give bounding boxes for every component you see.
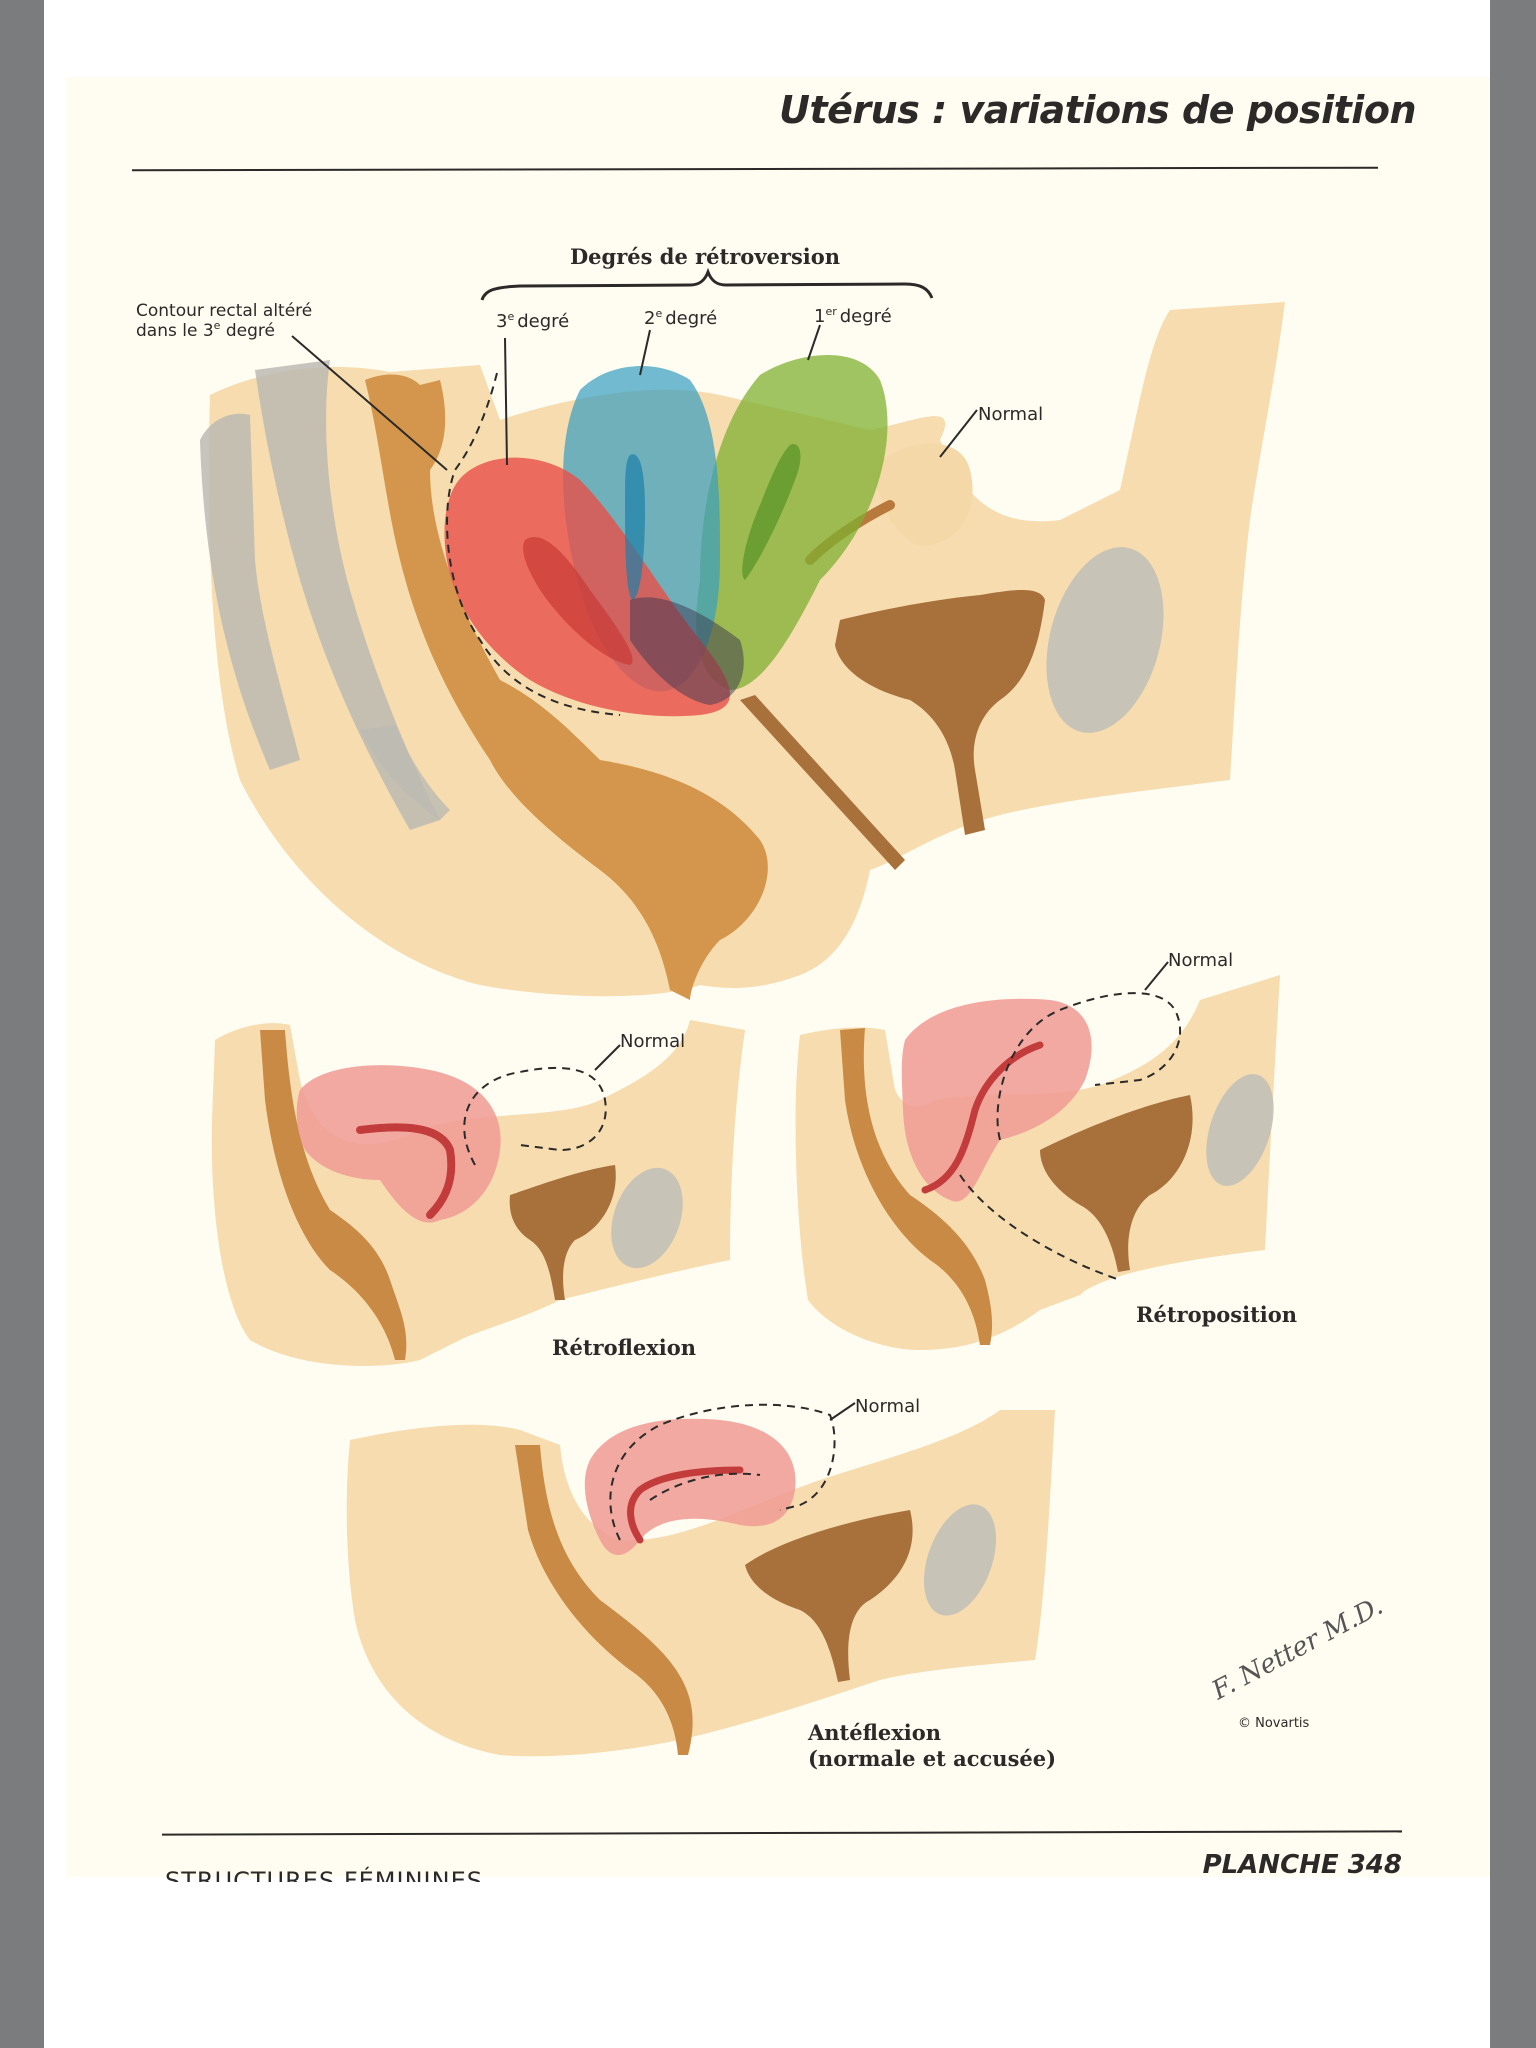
figure-retroposition: Normal Rétroposition: [795, 950, 1297, 1350]
cervix-overlap: [630, 597, 744, 705]
vagina: [740, 695, 905, 870]
retroposition-uterus: [901, 998, 1092, 1202]
retroposition-tissue: [795, 975, 1280, 1350]
anteflexion-caption-sub: (normale et accusée): [808, 1746, 1056, 1771]
retroflexion-pubic-bone: [611, 1167, 683, 1269]
anteflexion-normal-leader: [829, 1402, 856, 1421]
retroposition-bladder: [1040, 1095, 1193, 1272]
uterine-cavity-1st: [742, 444, 801, 580]
signature-text: F. Netter M.D.: [1206, 1591, 1388, 1707]
normal-uterus-outline: [870, 443, 973, 546]
retroposition-rectum: [840, 1028, 993, 1345]
anteflexion-uterus: [584, 1418, 796, 1555]
retroposition-normal-label: Normal: [1168, 950, 1233, 971]
anteflexion-rectum: [515, 1445, 693, 1755]
label-line-rectal: [291, 335, 448, 471]
plate-title: Utérus : variations de position: [779, 88, 1416, 132]
copyright-text: © Novartis: [1238, 1716, 1310, 1731]
uterine-cavity-3rd: [523, 537, 633, 665]
label-line-2nd: [639, 329, 651, 376]
figure-anteflexion: Normal Antéflexion (normale et accusée): [346, 1396, 1056, 1771]
retroposition-cavity: [921, 1041, 1044, 1194]
retroflexion-caption: Rétroflexion: [552, 1335, 696, 1360]
figure-retroflexion: Normal Rétroflexion: [211, 1020, 745, 1366]
anteflexion-pubic-bone: [923, 1504, 997, 1616]
rectal-contour-label: Contour rectal altéré: [136, 301, 312, 321]
retroflexion-bladder: [509, 1165, 616, 1300]
uterine-cavity-2nd: [625, 454, 645, 600]
section-name: STRUCTURES FÉMININES: [165, 1867, 483, 1882]
anteflexion-normal-label: Normal: [855, 1396, 920, 1417]
pubic-bone: [1046, 547, 1164, 733]
figure-retroversion: Degrés de rétroversion Contour rectal al…: [136, 244, 1285, 1000]
netter-signature: F. Netter M.D. © Novartis: [1206, 1591, 1388, 1731]
retroflexion-rectum: [260, 1030, 407, 1360]
spine-bone: [360, 725, 450, 820]
label-line-normal: [939, 409, 978, 458]
retroversion-brace: [480, 267, 934, 301]
retroposition-normal-leader: [1144, 961, 1169, 991]
retroflexion-normal-outline: [463, 1066, 607, 1166]
retroposition-pubic-bone: [1206, 1074, 1274, 1186]
retroposition-caption: Rétroposition: [1136, 1302, 1297, 1327]
retroversion-group-label: Degrés de rétroversion: [570, 244, 840, 269]
retroflexion-normal-leader: [594, 1044, 621, 1071]
coccyx-bone: [255, 360, 440, 830]
uterus-1st-degree: [696, 355, 888, 690]
anteflexion-bladder: [745, 1510, 913, 1682]
retroposition-normal-outline: [959, 992, 1181, 1281]
rectum: [365, 374, 768, 1000]
retroflexion-normal-label: Normal: [620, 1031, 685, 1052]
anteflexion-cavity: [627, 1466, 744, 1544]
anteflexion-normal-outline: [609, 1403, 836, 1541]
label-line-1st: [807, 324, 821, 361]
sacrum-bone: [200, 413, 300, 770]
plate-number: PLANCHE 348: [1202, 1850, 1402, 1880]
label-line-3rd: [504, 337, 508, 466]
retroflexion-cavity: [356, 1123, 456, 1219]
bladder: [835, 590, 1045, 835]
altered-rectal-contour: [446, 372, 621, 716]
rectal-contour-label-2: dans le 3e degré: [136, 319, 275, 341]
normal-label-main: Normal: [978, 404, 1043, 425]
anteflexion-caption: Antéflexion: [807, 1720, 941, 1745]
